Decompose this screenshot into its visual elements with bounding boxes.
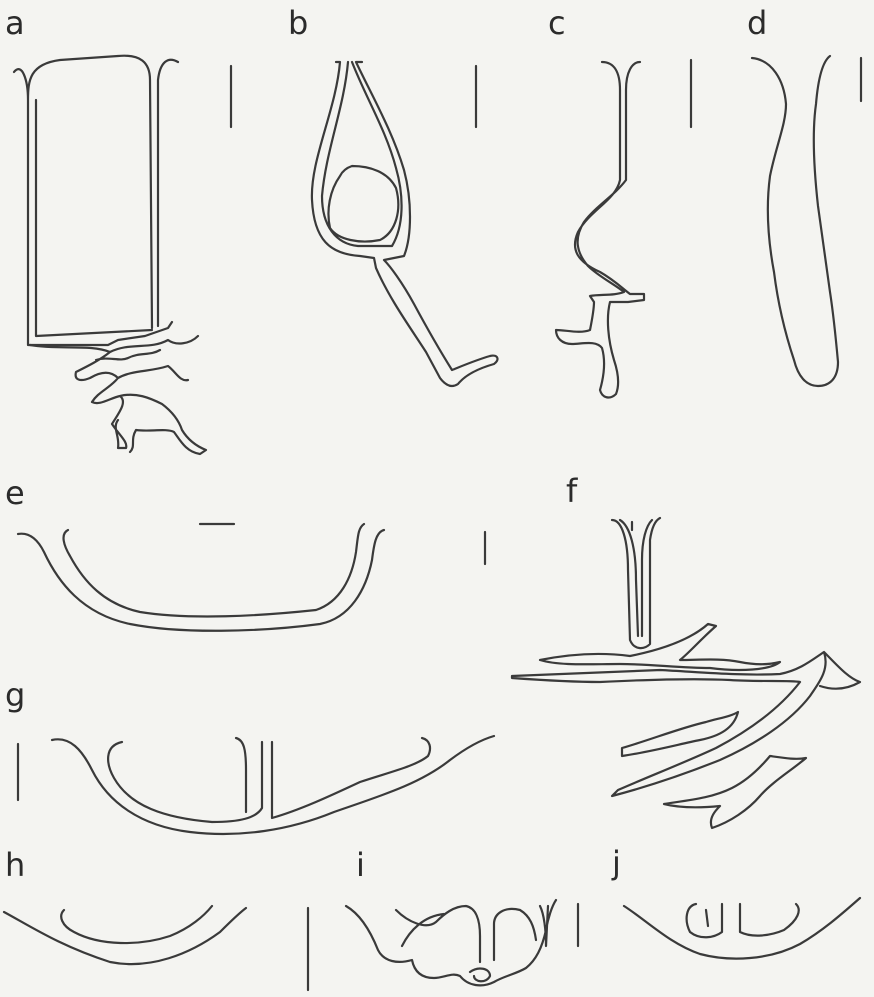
- panel-j-burrow: [624, 898, 860, 959]
- panel-g: g: [5, 676, 494, 834]
- panel-e-burrow-inner: [64, 524, 364, 616]
- panel-h: h: [4, 846, 308, 990]
- panel-f-shafts: [612, 518, 660, 648]
- panel-f: f: [512, 472, 860, 828]
- panel-a-burrow-inner: [36, 60, 178, 336]
- panel-label-g: g: [5, 676, 25, 714]
- panel-label-c: c: [548, 4, 566, 42]
- panel-label-h: h: [5, 846, 25, 884]
- panel-label-j: j: [611, 844, 621, 882]
- panel-b-chamber-inner: [322, 62, 402, 246]
- panel-label-i: i: [356, 846, 365, 884]
- panel-label-e: e: [5, 474, 25, 512]
- panel-a: a: [5, 4, 231, 454]
- panel-c: c: [548, 4, 691, 397]
- panel-label-a: a: [5, 4, 25, 42]
- panel-label-b: b: [288, 4, 308, 42]
- panel-i: i: [346, 846, 578, 985]
- panel-d-burrow: [752, 56, 838, 386]
- panel-f-galleries: [512, 624, 860, 828]
- panel-h-burrow: [4, 906, 246, 964]
- panel-e: e: [5, 474, 485, 631]
- panel-j: j: [611, 844, 860, 959]
- panel-label-d: d: [747, 4, 767, 42]
- panel-g-burrow-inner: [108, 738, 430, 822]
- panel-c-burrow: [556, 62, 644, 397]
- panel-a-branches: [30, 336, 206, 454]
- panel-b: b: [288, 4, 497, 386]
- panel-a-burrow-outer: [14, 56, 172, 345]
- panel-d: d: [747, 4, 861, 386]
- panel-label-f: f: [566, 472, 578, 510]
- panel-i-burrow: [346, 900, 556, 985]
